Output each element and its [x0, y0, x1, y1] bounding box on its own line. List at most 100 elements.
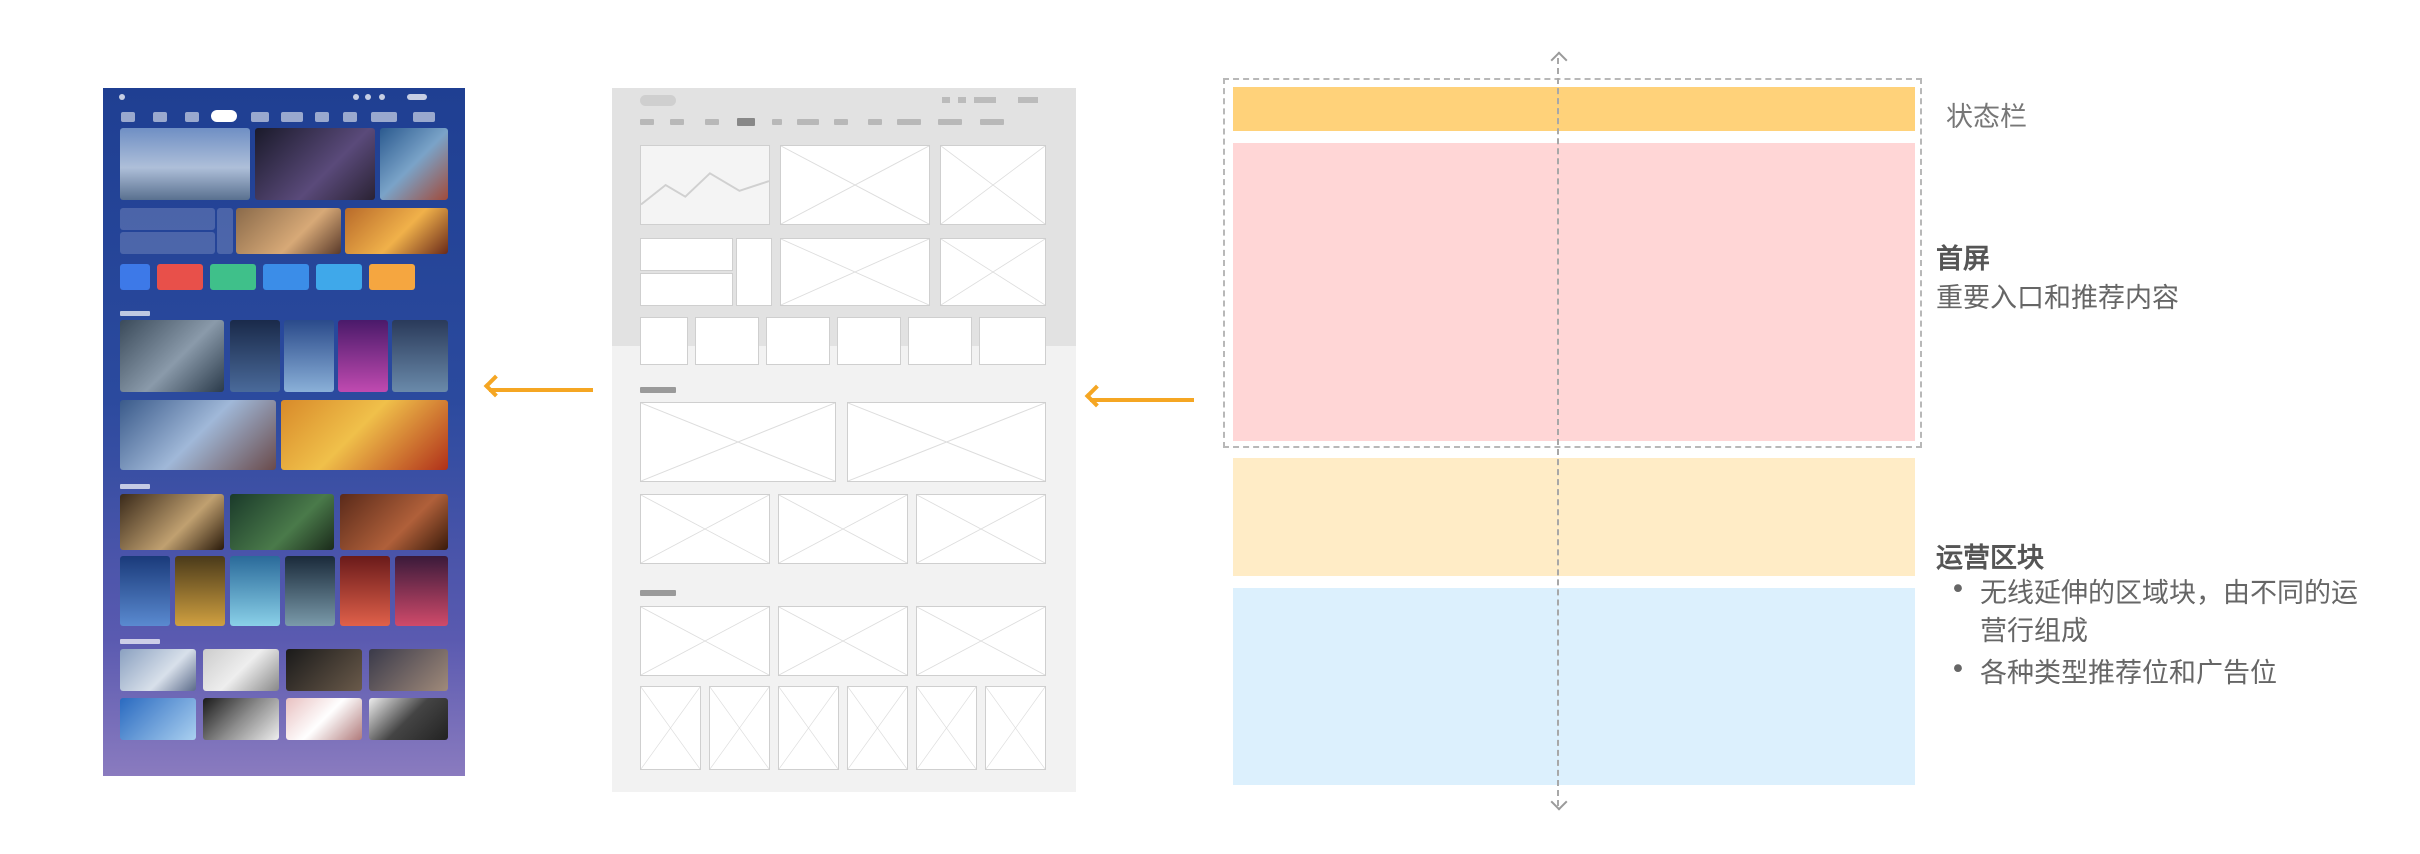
topic-slot[interactable]: [916, 494, 1046, 564]
poster-tile[interactable]: [395, 556, 448, 626]
poster-slot[interactable]: [778, 686, 839, 770]
topic-slot[interactable]: [847, 402, 1046, 482]
poster-tile[interactable]: [120, 556, 170, 626]
poster-tile[interactable]: [120, 320, 224, 392]
app-slot[interactable]: [837, 317, 901, 365]
bullet-text-line: 无线延伸的区域块，由不同的运: [1980, 578, 2358, 609]
poster-tile[interactable]: [392, 320, 448, 392]
hero-tile[interactable]: [120, 128, 250, 200]
poster-slot[interactable]: [985, 686, 1046, 770]
poster-tile[interactable]: [120, 400, 276, 470]
operation-band: [1233, 458, 1915, 576]
nav-item[interactable]: [640, 119, 654, 125]
nav-item[interactable]: [772, 119, 782, 125]
poster-tile[interactable]: [345, 208, 448, 254]
poster-tile[interactable]: [281, 400, 448, 470]
nav-item[interactable]: [705, 119, 719, 125]
history-item[interactable]: [640, 238, 733, 271]
app-icon[interactable]: [263, 264, 309, 290]
video-tile[interactable]: [286, 698, 362, 740]
poster-tile[interactable]: [175, 556, 225, 626]
poster-tile[interactable]: [120, 494, 224, 550]
video-tile[interactable]: [369, 698, 448, 740]
topic-slot[interactable]: [640, 494, 770, 564]
hero-image-placeholder[interactable]: [640, 145, 770, 225]
nav-item[interactable]: [251, 112, 269, 122]
nav-item[interactable]: [834, 119, 848, 125]
app-icon[interactable]: [316, 264, 362, 290]
nav-item-selected[interactable]: [737, 118, 755, 126]
history-button[interactable]: [736, 238, 772, 306]
topic-slot[interactable]: [778, 494, 908, 564]
recommend-slot[interactable]: [780, 238, 930, 306]
poster-slot[interactable]: [709, 686, 770, 770]
arrow-left-icon: [489, 388, 593, 392]
nav-item[interactable]: [897, 119, 921, 125]
app-icon[interactable]: [157, 264, 203, 290]
poster-slot[interactable]: [847, 686, 908, 770]
home-icon: [942, 97, 950, 103]
all-apps-button[interactable]: [640, 317, 688, 365]
history-button[interactable]: [217, 208, 233, 254]
nav-item[interactable]: [868, 119, 882, 125]
nav-item-selected[interactable]: [211, 110, 237, 122]
status-bar-band: [1233, 87, 1915, 131]
poster-tile[interactable]: [230, 556, 280, 626]
section-heading: [120, 484, 150, 489]
nav-item[interactable]: [980, 119, 1004, 125]
poster-tile[interactable]: [285, 556, 335, 626]
movie-slot[interactable]: [640, 606, 770, 676]
history-item[interactable]: [120, 208, 215, 230]
app-icon[interactable]: [120, 264, 150, 290]
poster-tile[interactable]: [340, 494, 448, 550]
nav-item[interactable]: [315, 112, 329, 122]
video-tile[interactable]: [120, 649, 196, 691]
poster-tile[interactable]: [236, 208, 341, 254]
nav-item[interactable]: [371, 112, 397, 122]
app-slot[interactable]: [695, 317, 759, 365]
poster-slot[interactable]: [916, 686, 977, 770]
app-icon[interactable]: [369, 264, 415, 290]
poster-tile[interactable]: [284, 320, 334, 392]
video-tile[interactable]: [203, 649, 279, 691]
nav-item[interactable]: [343, 112, 357, 122]
poster-tile[interactable]: [230, 320, 280, 392]
wifi-icon: [365, 94, 371, 100]
video-tile[interactable]: [120, 698, 196, 740]
poster-tile[interactable]: [340, 556, 390, 626]
app-slot[interactable]: [979, 317, 1046, 365]
video-tile[interactable]: [369, 649, 448, 691]
nav-item[interactable]: [121, 112, 135, 122]
poster-slot[interactable]: [640, 686, 701, 770]
poster-tile[interactable]: [255, 128, 375, 200]
bullet-marker: •: [1950, 654, 1966, 685]
app-slot[interactable]: [766, 317, 830, 365]
recommend-slot[interactable]: [940, 145, 1046, 225]
search-pill[interactable]: [640, 95, 676, 106]
nav-item[interactable]: [797, 119, 819, 125]
history-item[interactable]: [120, 232, 215, 254]
nav-item[interactable]: [153, 112, 167, 122]
nav-item[interactable]: [938, 119, 962, 125]
app-icon[interactable]: [210, 264, 256, 290]
search-icon: [119, 94, 125, 100]
poster-tile[interactable]: [380, 128, 448, 200]
recommend-slot[interactable]: [780, 145, 930, 225]
nav-item[interactable]: [413, 112, 435, 122]
video-tile[interactable]: [203, 698, 279, 740]
history-item[interactable]: [640, 273, 733, 306]
recommend-slot[interactable]: [940, 238, 1046, 306]
nav-item[interactable]: [185, 112, 199, 122]
nav-item[interactable]: [670, 119, 684, 125]
status-bar-label: 状态栏: [1946, 102, 2027, 133]
poster-tile[interactable]: [230, 494, 334, 550]
video-tile[interactable]: [286, 649, 362, 691]
app-slot[interactable]: [908, 317, 972, 365]
nav-item[interactable]: [281, 112, 303, 122]
tv-home-wireframe: [612, 88, 1076, 792]
scroll-axis: [1557, 58, 1559, 806]
poster-tile[interactable]: [338, 320, 388, 392]
movie-slot[interactable]: [778, 606, 908, 676]
topic-slot[interactable]: [640, 402, 836, 482]
movie-slot[interactable]: [916, 606, 1046, 676]
